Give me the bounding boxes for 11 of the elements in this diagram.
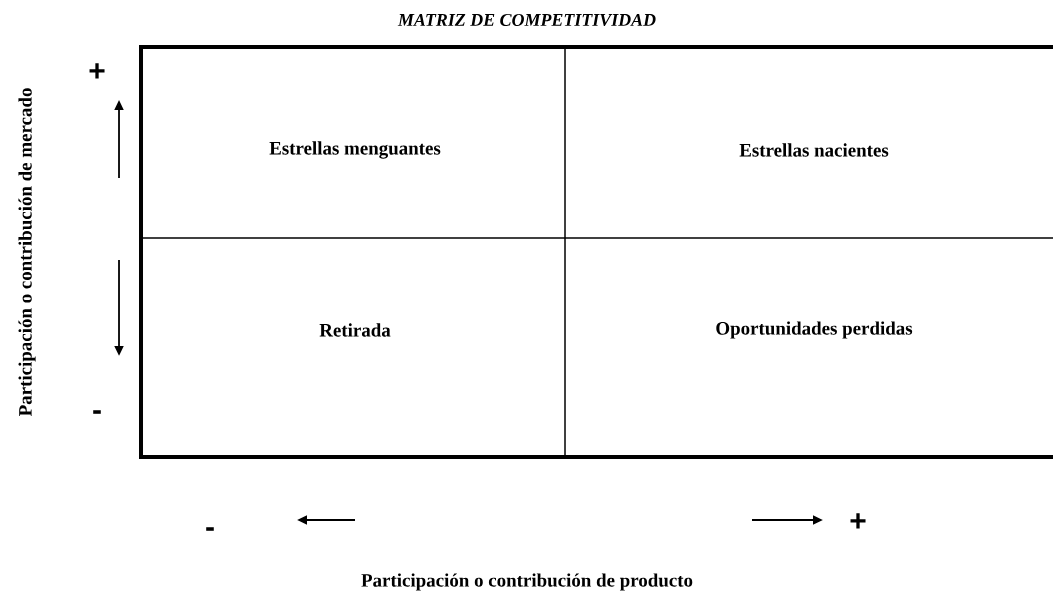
quadrant-label: Oportunidades perdidas <box>716 321 913 339</box>
quadrant-label: Retirada <box>319 323 391 337</box>
plus-sign: + <box>850 513 866 529</box>
minus-sign: - <box>93 410 101 414</box>
quadrant-label: Estrellas nacientes <box>739 143 889 157</box>
quadrant-label: Estrellas menguantes <box>269 141 441 159</box>
axis-label: Participación o contribución de mercado <box>18 88 36 417</box>
plus-sign: + <box>89 63 105 79</box>
title: MATRIZ DE COMPETITIVIDAD <box>397 13 656 27</box>
axis-label: Participación o contribución de producto <box>361 573 693 591</box>
minus-sign: - <box>206 527 214 531</box>
